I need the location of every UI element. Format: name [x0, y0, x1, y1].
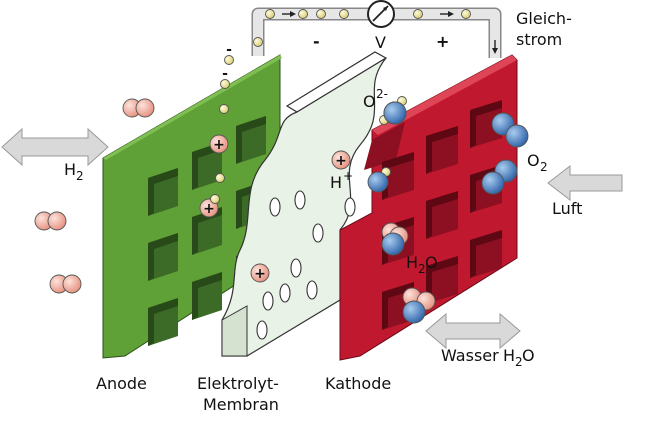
plate-recess-shadow	[426, 126, 458, 174]
membrane-label-line2: Membran	[203, 395, 279, 414]
electron	[215, 173, 225, 183]
plus-terminal-label: +	[436, 32, 449, 51]
plate-recess-shadow	[148, 168, 178, 216]
plate-recess-shadow	[148, 298, 178, 346]
wire-electron	[253, 37, 263, 47]
plate-recess-shadow	[426, 191, 458, 239]
electron	[220, 79, 230, 89]
membrane-label-line1: Elektrolyt-	[197, 374, 279, 393]
gleichstrom-label-line1: Gleich-	[516, 9, 572, 28]
svg-text:+: +	[343, 169, 353, 183]
membrane-pore	[256, 320, 268, 340]
wire-electron	[316, 9, 326, 19]
electron	[224, 55, 234, 65]
plate-recess-shadow	[470, 230, 502, 278]
svg-text:O: O	[425, 253, 438, 272]
wasser-label: Wasser H 2 O	[441, 346, 535, 369]
membrane-pores	[256, 190, 356, 340]
plate-recess-shadow	[192, 272, 222, 320]
external-circuit	[251, 0, 502, 58]
plate-recess-shadow	[148, 233, 178, 281]
plate-recess-shadow	[236, 181, 266, 229]
svg-text:2-: 2-	[376, 87, 388, 101]
o2-label: O 2	[527, 151, 548, 174]
svg-text:H: H	[64, 160, 76, 179]
ion-plus-sign: +	[203, 201, 215, 217]
hydrogen-atom	[135, 98, 155, 118]
h2-label: H 2	[64, 160, 84, 183]
voltmeter	[367, 0, 395, 28]
oxygen-ion	[367, 171, 389, 193]
plate-recess-shadow	[470, 165, 502, 213]
wasser-arrow	[425, 312, 521, 350]
svg-text:H: H	[330, 173, 342, 192]
svg-text:O: O	[363, 92, 376, 111]
svg-text:2: 2	[515, 355, 523, 369]
ion-plus-sign: +	[335, 153, 347, 169]
hydrogen-atom	[47, 211, 67, 231]
membrane-pore	[344, 197, 356, 217]
plate-recess-shadow	[236, 116, 266, 164]
svg-text:2: 2	[418, 262, 426, 276]
luft-arrow	[547, 164, 623, 202]
anode-label: Anode	[96, 374, 147, 393]
electron	[210, 194, 220, 204]
flow-arrows	[1, 127, 623, 350]
h2o-label: H 2 O	[406, 253, 438, 276]
particles: ++++--	[34, 42, 529, 324]
electron-minus-sign: -	[222, 66, 228, 82]
plate-recess-shadow	[382, 152, 414, 200]
membrane-pore	[262, 291, 274, 311]
hydrogen-ion	[250, 263, 270, 283]
hydrogen-ion	[331, 150, 351, 170]
plate-recess-shadow	[192, 207, 222, 255]
svg-text:H: H	[406, 253, 418, 272]
membrane-pore	[312, 223, 324, 243]
gleichstrom-label-line2: strom	[516, 30, 562, 49]
h2-arrow	[1, 127, 109, 167]
o2-minus-label: O 2-	[363, 87, 388, 111]
electron-minus-sign: -	[226, 42, 232, 58]
svg-text:H: H	[503, 346, 515, 365]
h-plus-label: H +	[330, 169, 353, 192]
oxygen-atom	[481, 171, 505, 195]
hydrogen-atom	[62, 274, 82, 294]
electron	[219, 104, 229, 114]
membrane-pore	[294, 190, 306, 210]
oxygen-atom	[402, 300, 426, 324]
svg-text:O: O	[522, 346, 535, 365]
voltage-label: V	[375, 33, 386, 52]
wire-electrons	[253, 9, 471, 47]
wire-electron	[413, 9, 423, 19]
luft-label: Luft	[552, 199, 582, 218]
cathode-label: Kathode	[325, 374, 391, 393]
electron-flow-arrows	[282, 11, 498, 54]
hydrogen-ion	[209, 134, 229, 154]
plate-recess-shadow	[192, 142, 222, 190]
cathode-notch	[364, 122, 405, 170]
membrane-pore	[279, 283, 291, 303]
svg-text:Wasser: Wasser	[441, 346, 499, 365]
oxygen-atom	[381, 232, 405, 256]
labels: Anode Elektrolyt- Membran Kathode Gleich…	[64, 9, 582, 414]
oxygen-ion	[383, 101, 407, 125]
plate-recess-shadow	[382, 282, 414, 330]
membrane-pore	[269, 197, 281, 217]
svg-text:2: 2	[540, 160, 548, 174]
wire-electron	[461, 9, 471, 19]
plate-recess-shadow	[426, 256, 458, 304]
membrane-pore	[306, 280, 318, 300]
wire-electron	[339, 9, 349, 19]
wire-electron	[298, 9, 308, 19]
wire-electron	[265, 9, 275, 19]
ion-plus-sign: +	[254, 266, 266, 282]
ion-plus-sign: +	[213, 137, 225, 153]
plate-recess-shadow	[470, 100, 502, 148]
oxygen-atom	[505, 124, 529, 148]
svg-text:2: 2	[76, 169, 84, 183]
svg-text:O: O	[527, 151, 540, 170]
minus-terminal-label: -	[313, 32, 320, 51]
membrane-pore	[290, 258, 302, 278]
